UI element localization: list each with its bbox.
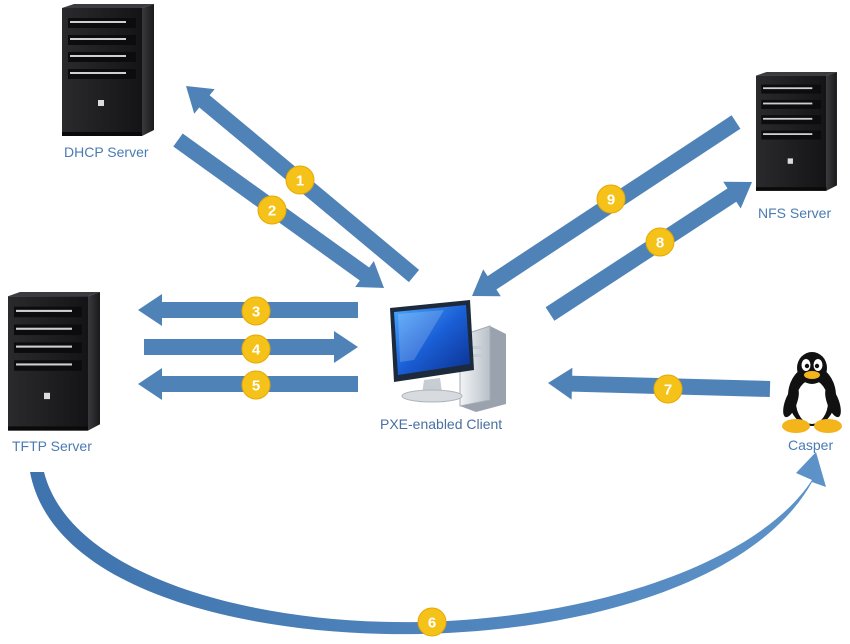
step-badge-4: 4 [241,334,271,364]
step-number: 6 [428,615,436,632]
dhcp-server-label: DHCP Server [64,144,149,160]
step-number: 9 [607,192,615,209]
step-number: 2 [268,203,276,220]
step-number: 3 [252,304,260,321]
tux-penguin-icon [782,352,842,433]
arrow-step-6-curve [30,452,826,635]
step-number: 7 [664,382,672,399]
step-badge-5: 5 [241,370,271,400]
step-badge-8: 8 [645,227,675,257]
step-number: 1 [296,173,304,190]
pxe-client-label: PXE-enabled Client [380,416,503,432]
step-number: 5 [252,378,260,395]
step-badges: 1 2 3 4 5 6 7 8 9 [241,165,683,637]
step-badge-7: 7 [653,374,683,404]
step-badge-3: 3 [241,296,271,326]
nfs-server-label: NFS Server [758,205,832,221]
step-number: 8 [656,235,664,252]
computer-icon [390,300,506,412]
tftp-server-label: TFTP Server [12,438,92,454]
step-badge-1: 1 [285,165,315,195]
step-badge-6: 6 [417,607,447,637]
dhcp-server-icon [62,4,154,136]
nfs-server-icon [756,72,837,191]
casper-label: Casper [788,437,834,453]
step-number: 4 [252,342,261,359]
step-badge-2: 2 [257,195,287,225]
step-badge-9: 9 [596,184,626,214]
tftp-server-icon [8,292,100,431]
